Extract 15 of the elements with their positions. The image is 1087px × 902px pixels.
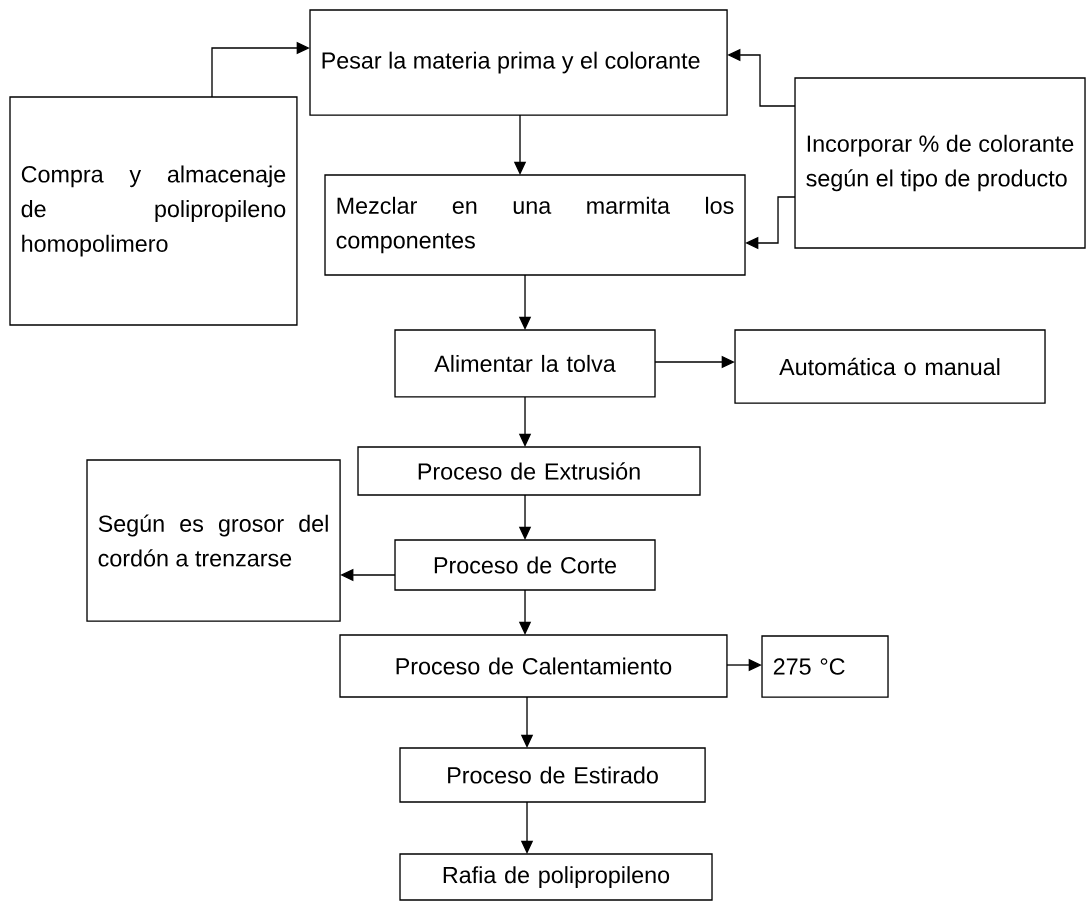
- process-box: Según es grosor del cordón a trenzarse: [86, 459, 341, 622]
- process-box: Compra y almacenaje de polipropileno homopolimero: [9, 96, 298, 326]
- process-box: Proceso de Estirado: [399, 747, 706, 803]
- process-box: Mezclar en una marmita los componentes: [324, 174, 746, 276]
- arrow: [211, 41, 310, 98]
- process-box: Incorporar % de colorante según el tipo de producto: [794, 77, 1086, 249]
- process-box: Proceso de Extrusión: [357, 446, 701, 496]
- process-box: Automática o manual: [734, 329, 1046, 404]
- process-box: Proceso de Corte: [394, 539, 656, 591]
- process-box: Pesar la materia prima y el colorante: [309, 9, 728, 116]
- process-box: Rafia de polipropileno: [399, 853, 713, 901]
- process-box: 275 °C: [761, 635, 889, 698]
- process-box: Proceso de Calentamiento: [339, 634, 728, 698]
- arrow: [745, 196, 796, 250]
- process-box: Alimentar la tolva: [394, 329, 656, 398]
